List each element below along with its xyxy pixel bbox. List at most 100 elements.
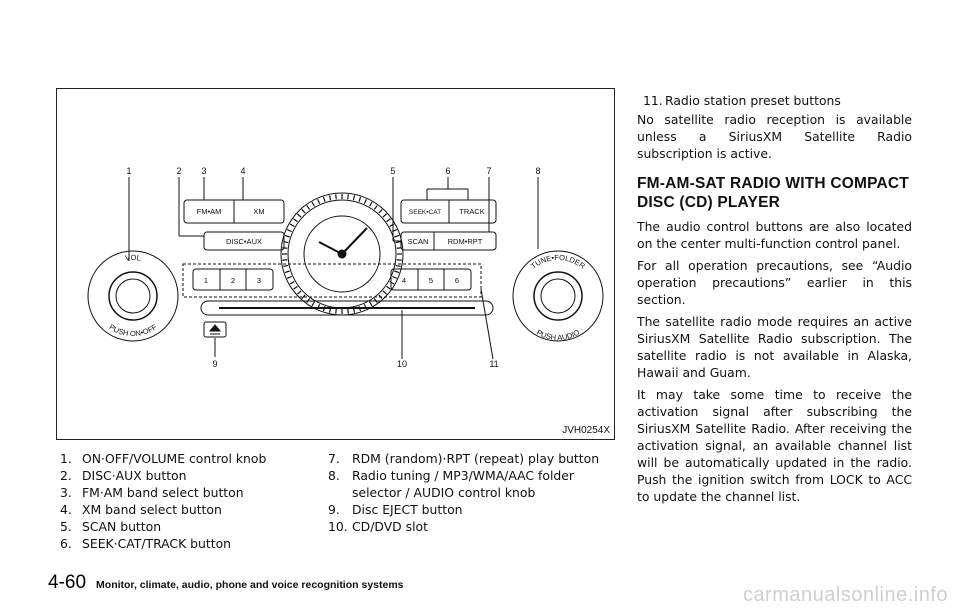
- clock-tick: [289, 223, 295, 228]
- legend-left: 1.ON·OFF/VOLUME control knob 2.DISC·AUX …: [60, 450, 320, 552]
- watermark: carmanualsonline.info: [742, 584, 948, 606]
- paragraph: The satellite radio mode requires an act…: [637, 314, 912, 380]
- clock-tick: [395, 240, 401, 244]
- preset-button-4: 4: [402, 276, 406, 285]
- svg-text:VOL: VOL: [125, 253, 142, 263]
- clock-tick: [368, 201, 373, 207]
- list-item: 3.FM·AM band select button: [60, 485, 244, 500]
- callout-10: 10: [397, 359, 407, 369]
- tune-knob-outer: [512, 250, 604, 342]
- preset-button-2: 2: [231, 276, 235, 285]
- clock-tick: [373, 298, 378, 303]
- radio-diagram: VOL PUSH ON•OFF TUNE•FOLDER PUSH AUDIO F…: [56, 88, 615, 440]
- clock-tick: [363, 304, 367, 310]
- list-item: 10.CD/DVD slot: [328, 519, 428, 534]
- clock-tick: [382, 213, 387, 218]
- svg-text:PUSH ON•OFF: PUSH ON•OFF: [108, 322, 159, 338]
- clock-tick: [322, 196, 326, 202]
- clock-tick: [358, 306, 362, 312]
- track-button: TRACK: [459, 207, 484, 216]
- clock-tick: [322, 306, 326, 312]
- clock-tick: [301, 209, 306, 214]
- clock-tick: [317, 304, 321, 310]
- clock-tick: [283, 240, 289, 244]
- callout-8: 8: [535, 166, 540, 176]
- callout-1: 1: [126, 166, 131, 176]
- clock-tick: [378, 209, 383, 214]
- paragraph: The audio control buttons are also locat…: [637, 219, 912, 251]
- list-item: 11.Radio station preset buttons: [643, 93, 841, 108]
- page-footer: 4-60 Monitor, climate, audio, phone and …: [48, 572, 404, 594]
- rdm-rpt-button: RDM•RPT: [448, 237, 483, 246]
- list-item: 1.ON·OFF/VOLUME control knob: [60, 451, 267, 466]
- clock-tick: [358, 196, 362, 202]
- clock-tick: [297, 213, 302, 218]
- clock-tick: [392, 229, 398, 233]
- figure-id: JVH0254X: [562, 425, 610, 436]
- push-audio-label: PUSH AUDIO: [535, 328, 581, 342]
- clock-tick: [286, 229, 292, 233]
- footer-title: Monitor, climate, audio, phone and voice…: [96, 579, 404, 591]
- callout-4: 4: [240, 166, 245, 176]
- clock-ticks: [282, 194, 402, 314]
- preset-button-3: 3: [257, 276, 261, 285]
- clock-tick: [289, 280, 295, 285]
- list-item: 9.Disc EJECT button: [328, 502, 463, 517]
- clock-tick: [306, 298, 311, 303]
- xm-button: XM: [253, 207, 264, 216]
- clock-tick: [311, 201, 316, 207]
- clock-tick: [368, 301, 373, 307]
- callout-2: 2: [176, 166, 181, 176]
- clock-tick: [301, 294, 306, 299]
- clock-tick: [352, 307, 356, 313]
- clock-tick: [317, 198, 321, 204]
- clock-tick: [328, 195, 332, 201]
- clock-tick: [284, 270, 290, 274]
- list-item: 2.DISC·AUX button: [60, 468, 187, 483]
- clock-tick: [396, 247, 402, 249]
- section-heading: FM-AM-SAT RADIO WITH COMPACT DISC (CD) P…: [637, 175, 909, 211]
- clock-tick: [386, 285, 391, 290]
- clock-tick: [283, 264, 289, 268]
- callout-3: 3: [201, 166, 206, 176]
- clock-tick: [386, 218, 391, 223]
- scan-button: SCAN: [408, 237, 429, 246]
- preset-button-1: 1: [204, 276, 208, 285]
- clock-tick: [293, 285, 298, 290]
- disc-aux-button: DISC•AUX: [226, 237, 262, 246]
- push-on-off-label: PUSH ON•OFF: [108, 322, 159, 338]
- clock-tick: [282, 259, 288, 261]
- clock-tick: [286, 275, 292, 279]
- clock-tick: [378, 294, 383, 299]
- paragraph: No satellite radio reception is availabl…: [637, 112, 912, 161]
- clock-tick: [394, 270, 400, 274]
- clock-tick: [392, 275, 398, 279]
- clock-tick: [347, 308, 349, 314]
- clock-tick: [347, 194, 349, 200]
- fm-am-button: FM•AM: [197, 207, 222, 216]
- clock-tick: [284, 234, 290, 238]
- clock-tick: [293, 218, 298, 223]
- clock-tick: [363, 198, 367, 204]
- clock-tick: [352, 195, 356, 201]
- paragraph: It may take some time to receive the act…: [637, 387, 912, 504]
- clock-tick: [297, 290, 302, 295]
- right-column: 11.Radio station preset buttons No satel…: [637, 92, 912, 510]
- legend-right: 7.RDM (random)·RPT (repeat) play button …: [328, 450, 616, 535]
- callout-7: 7: [486, 166, 491, 176]
- radio-panel-illustration: VOL PUSH ON•OFF TUNE•FOLDER PUSH AUDIO F…: [87, 166, 604, 369]
- list-item: 8.Radio tuning / MP3/WMA/AAC folder sele…: [328, 468, 574, 500]
- clock-tick: [395, 264, 401, 268]
- clock-tick: [311, 301, 316, 307]
- seek-cat-button: SEEK•CAT: [409, 209, 441, 216]
- preset-button-5: 5: [429, 276, 433, 285]
- list-item: 5.SCAN button: [60, 519, 162, 534]
- clock-tick: [335, 308, 337, 314]
- clock-tick: [396, 259, 402, 261]
- clock-tick: [389, 280, 395, 285]
- clock-tick: [382, 290, 387, 295]
- list-item: 7.RDM (random)·RPT (repeat) play button: [328, 451, 600, 466]
- clock-tick: [328, 307, 332, 313]
- clock-tick: [282, 247, 288, 249]
- callout-11: 11: [489, 359, 498, 369]
